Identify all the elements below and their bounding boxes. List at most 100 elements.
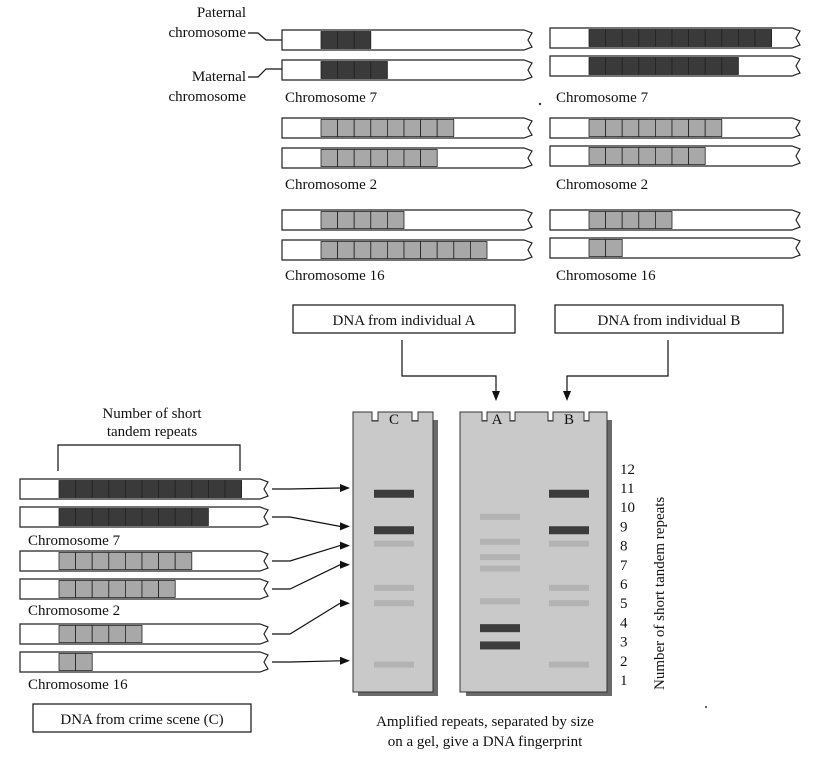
tandem-repeat-block [337,61,355,79]
chromosome-copy [549,55,801,77]
axis-tick-label: 6 [620,577,628,593]
tandem-repeat-block [588,147,607,165]
individual-b-chromosome-2-label: Chromosome 2 [556,177,648,193]
tandem-repeat-block [638,211,656,229]
tandem-repeat-block [605,147,623,165]
axis-title: Number of short tandem repeats [652,497,668,690]
axis-tick-label: 11 [620,481,634,497]
tandem-repeat-block [688,57,706,75]
gel-caption-line1: Amplified repeats, separated by size [376,714,594,730]
gel-plate-ab [459,411,608,693]
tandem-repeat-block [655,147,673,165]
faint-band [374,600,414,607]
individual-b-chromosome-7-pair [549,27,801,77]
tandem-repeat-block [224,480,243,498]
individual-a-chromosome-7-label: Chromosome 7 [285,90,378,106]
tandem-repeat-block [158,480,176,498]
tandem-repeat-block [174,508,193,526]
arrowhead [340,599,350,608]
speck [705,706,707,708]
tandem-repeat-block [125,625,143,643]
tandem-repeat-block [688,147,706,165]
tandem-repeat-block [141,508,160,526]
str-bracket [57,444,241,471]
tandem-repeat-block [337,241,355,259]
arrowhead [340,522,350,531]
tandem-repeat-block [353,149,372,167]
tandem-repeat-block [621,119,640,137]
paternal-label-line1: Paternal [197,5,246,21]
speck [538,102,542,106]
tandem-repeat-block [386,241,405,259]
chromosome-copy [19,478,269,500]
tandem-repeat-block [125,508,143,526]
axis-tick-label: 5 [620,596,628,612]
axis-tick-label: 9 [620,519,628,535]
tandem-repeat-block [108,580,126,598]
tandem-repeat-block [125,480,143,498]
gel: C A B [352,411,612,696]
tandem-repeat-block [353,61,372,79]
tandem-repeat-block [588,239,607,257]
tandem-repeat-block [655,29,673,47]
tandem-repeat-block [337,119,355,137]
dark-band [374,489,414,498]
axis-tick-label: 4 [620,615,628,631]
chromosome-copy [549,145,801,167]
tandem-repeat-block [370,119,388,137]
faint-band [549,661,589,668]
tandem-repeat-block [337,211,355,229]
tandem-repeat-block [588,57,607,75]
crime-scene-chromosome-7-pair [19,478,269,528]
chromosome-copy [19,651,269,673]
crime-scene-chromosome-7-label: Chromosome 7 [28,533,121,549]
tandem-repeat-block [738,29,756,47]
connector-arrow [272,545,341,562]
tandem-repeat-block [453,241,471,259]
individual-a-chromosomes: Chromosome 7 Chromosome 2 Chromosome 16 [281,29,533,284]
tandem-repeat-block [58,580,77,598]
tandem-repeat-block [191,508,209,526]
tandem-repeat-block [721,57,739,75]
tandem-repeat-block [58,480,77,498]
tandem-repeat-block [621,211,640,229]
crime-scene-to-gel-arrows [272,484,350,665]
tandem-repeat-block [688,29,706,47]
tandem-repeat-block [671,119,690,137]
connector-arrow [272,487,341,490]
chromosome-copy [19,623,269,645]
tandem-repeat-block [386,119,405,137]
tandem-repeat-block [174,552,193,570]
tandem-repeat-block [704,57,723,75]
individual-a-chromosome-2-pair [281,117,533,169]
tandem-repeat-block [353,31,372,49]
tandem-repeat-block [588,29,607,47]
tandem-repeat-block [370,61,388,79]
chromosome-strip [19,651,269,673]
individual-b-chromosome-2-pair [549,117,801,167]
tandem-repeat-block [141,580,160,598]
crime-scene-chromosomes: Chromosome 7 Chromosome 2 Chromosome 16 [19,478,269,693]
lane-b-label: B [564,412,574,428]
faint-band [480,513,520,520]
lane-c-bands [374,489,414,668]
individual-b-to-lane-arrow [566,340,669,392]
chromosome-strip [281,29,533,51]
tandem-repeat-block [337,31,355,49]
individual-a-chromosome-16-label: Chromosome 16 [285,268,385,284]
tandem-repeat-block [621,147,640,165]
individual-b-chromosomes: Chromosome 7 Chromosome 2 Chromosome 16 [549,27,801,284]
chromosome-copy [549,117,801,139]
tandem-repeat-block [91,625,110,643]
arrowhead-lane-b [563,391,571,401]
tandem-repeat-block [671,147,690,165]
connector-arrow [272,564,341,590]
tandem-repeat-block [75,580,93,598]
individual-b-chromosome-16-label: Chromosome 16 [556,268,656,284]
crime-scene-chromosome-2-pair [19,550,269,600]
crime-scene-chromosome-2-label: Chromosome 2 [28,603,120,619]
tandem-repeat-block [420,119,438,137]
tandem-repeat-block [320,211,339,229]
tandem-repeat-block [320,149,339,167]
